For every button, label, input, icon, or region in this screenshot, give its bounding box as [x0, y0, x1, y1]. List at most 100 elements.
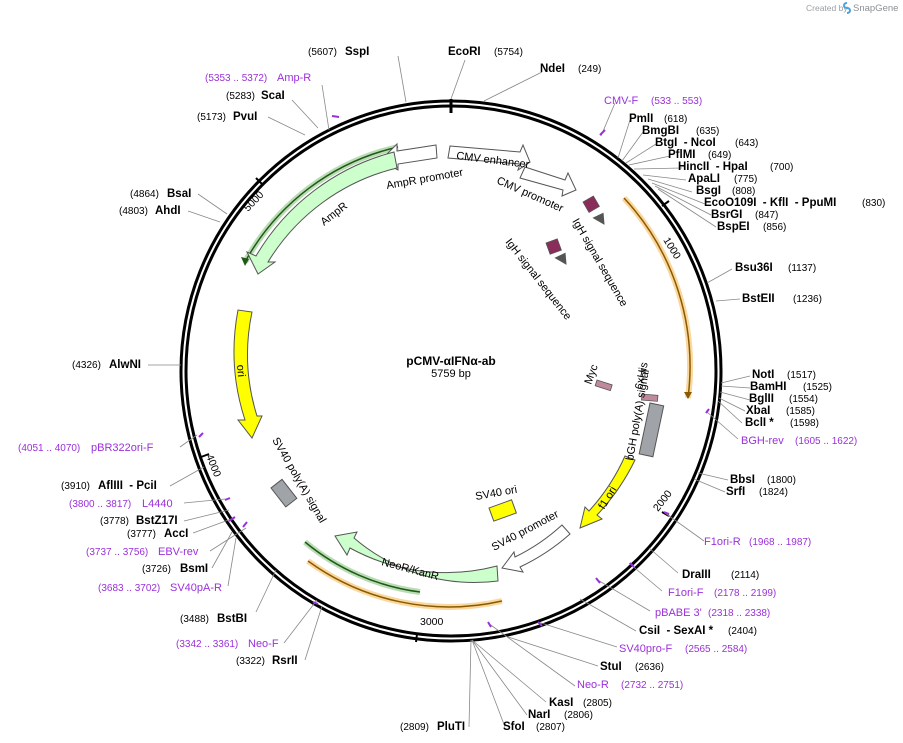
enzyme-ecoo109i-kfli-ppumi[interactable]: EcoO109I - KflI - PpuMI	[704, 197, 836, 209]
enzyme-bstbi[interactable]: BstBI	[217, 613, 247, 625]
enzyme-ndei[interactable]: NdeI	[540, 63, 565, 75]
enzyme-bglii-pos: (1554)	[789, 394, 818, 405]
enzyme-csii-sexai-pos: (2404)	[728, 626, 757, 637]
enzyme-bsmi[interactable]: BsmI	[180, 563, 208, 575]
primer-bghrev-pos: (1605 .. 1622)	[795, 436, 857, 447]
plasmid-size: 5759 bp	[431, 368, 471, 380]
enzyme-nari[interactable]: NarI	[528, 709, 550, 721]
primer-sv40prof[interactable]: SV40pro-F	[619, 643, 672, 655]
enzyme-ecoo109i-pos: (830)	[862, 198, 885, 209]
enzyme-bcli[interactable]: BclI *	[745, 417, 774, 429]
enzyme-stui-pos: (2636)	[635, 662, 664, 673]
ori-feature-arrow	[233, 309, 263, 439]
enzyme-pluti[interactable]: PluTI	[437, 721, 465, 733]
enzyme-bstz17i[interactable]: BstZ17I	[136, 515, 178, 527]
enzyme-bspei[interactable]: BspEI	[717, 221, 750, 233]
sv40-promoter-arrow	[501, 524, 571, 573]
enzyme-draiii[interactable]: DraIII	[682, 569, 711, 581]
enzyme-bsmi-pos: (3726)	[142, 564, 171, 575]
enzyme-bbsi[interactable]: BbsI	[730, 474, 755, 486]
enzyme-csii-sexai[interactable]: CsiI - SexAI *	[639, 625, 714, 637]
primer-bghrev[interactable]: BGH-rev	[741, 435, 784, 447]
enzyme-apali[interactable]: ApaLI	[688, 173, 720, 185]
primer-cmvf[interactable]: CMV-F	[604, 95, 639, 107]
enzyme-bsu36i-pos: (1137)	[788, 263, 816, 274]
orf-arrowhead-1	[684, 392, 692, 399]
enzyme-bstz17i-pos: (3778)	[100, 516, 129, 527]
enzyme-scai[interactable]: ScaI	[261, 90, 285, 102]
enzyme-bsgi-pos: (808)	[732, 186, 755, 197]
enzyme-afliii-pcii[interactable]: AflIII - PciI	[98, 480, 157, 492]
enzyme-pmli[interactable]: PmlI	[629, 113, 653, 125]
primer-ebvrev-pos: (3737 .. 3756)	[86, 547, 148, 558]
enzyme-srfi[interactable]: SrfI	[726, 486, 745, 498]
enzyme-bcli-pos: (1598)	[790, 418, 819, 429]
enzyme-ahdi[interactable]: AhdI	[155, 205, 181, 217]
primer-pbr322ori[interactable]: pBR322ori-F	[91, 442, 154, 454]
enzyme-bglii[interactable]: BglII	[749, 393, 774, 405]
enzyme-ecori[interactable]: EcoRI	[448, 46, 481, 58]
igh-signal-sequence-2	[545, 238, 567, 265]
enzyme-pflmi[interactable]: PflMI	[668, 149, 695, 161]
enzyme-btgi-ncoi[interactable]: BtgI - NcoI	[655, 137, 716, 149]
primer-ampr[interactable]: Amp-R	[277, 72, 311, 84]
ampr-orf-arc-line	[244, 146, 399, 263]
orf-arc-orange-1-line	[623, 197, 691, 399]
primer-cmvf-pos: (533 .. 553)	[651, 96, 702, 107]
primer-f1orif-pos: (2178 .. 2199)	[714, 588, 776, 599]
primer-pbabe3[interactable]: pBABE 3'	[655, 607, 702, 619]
enzyme-alwni[interactable]: AlwNI	[109, 359, 141, 371]
primer-sv40par[interactable]: SV40pA-R	[170, 582, 222, 594]
primer-f1orir[interactable]: F1ori-R	[704, 536, 741, 548]
enzyme-scai-pos: (5283)	[226, 91, 255, 102]
enzyme-kasi[interactable]: KasI	[549, 697, 573, 709]
enzyme-bsrgi[interactable]: BsrGI	[711, 209, 742, 221]
enzyme-ecori-pos: (5754)	[494, 47, 523, 58]
tick-label-2000: 2000	[651, 488, 675, 514]
enzyme-bstbi-pos: (3488)	[180, 614, 209, 625]
tick-label-3000: 3000	[420, 616, 444, 628]
enzyme-pluti-pos: (2809)	[400, 722, 429, 733]
cmv-enhancer-arrow	[447, 143, 531, 172]
enzyme-hincii-hpai[interactable]: HincII - HpaI	[678, 161, 748, 173]
ori-label: ori	[234, 364, 247, 377]
enzyme-apali-pos: (775)	[734, 174, 757, 185]
enzyme-rsrii[interactable]: RsrII	[272, 655, 298, 667]
primer-pbabe3-pos: (2318 .. 2338)	[708, 608, 770, 619]
sv40-polya-label: SV40 poly(A) signal	[269, 436, 328, 526]
enzyme-bsai[interactable]: BsaI	[167, 188, 191, 200]
cmv-promoter-arrow	[519, 166, 577, 197]
enzyme-bsteii[interactable]: BstEII	[742, 293, 775, 305]
enzyme-acci[interactable]: AccI	[164, 528, 188, 540]
enzyme-xbai[interactable]: XbaI	[746, 405, 770, 417]
neo-orf-arc-green-line	[304, 541, 421, 593]
primer-ebvrev[interactable]: EBV-rev	[158, 546, 199, 558]
primer-neor[interactable]: Neo-R	[577, 679, 609, 691]
enzyme-bmgbi[interactable]: BmgBI	[642, 125, 679, 137]
enzyme-bsu36i[interactable]: Bsu36I	[735, 262, 773, 274]
enzyme-sspi[interactable]: SspI	[345, 46, 369, 58]
enzyme-stui[interactable]: StuI	[600, 661, 622, 673]
tick-label-5000: 5000	[242, 189, 267, 214]
neo-orf-arc-orange-line	[307, 560, 503, 608]
primer-l4440[interactable]: L4440	[142, 498, 173, 510]
primer-f1orir-pos: (1968 .. 1987)	[749, 537, 811, 548]
primer-f1orif[interactable]: F1ori-F	[668, 587, 704, 599]
ampr-orf-arrowhead	[241, 257, 249, 266]
enzyme-sfoi-pos: (2807)	[536, 722, 565, 733]
enzyme-noti[interactable]: NotI	[752, 369, 774, 381]
enzyme-pflmi-pos: (649)	[708, 150, 731, 161]
enzyme-afliii-pos: (3910)	[61, 481, 90, 492]
enzyme-bbsi-pos: (1800)	[767, 475, 796, 486]
enzyme-srfi-pos: (1824)	[759, 487, 788, 498]
enzyme-sfoi[interactable]: SfoI	[503, 721, 525, 733]
primer-neor-pos: (2732 .. 2751)	[621, 680, 683, 691]
his-tag	[641, 393, 659, 402]
enzyme-bsgi[interactable]: BsgI	[696, 185, 721, 197]
enzyme-bsai-pos: (4864)	[130, 189, 159, 200]
enzyme-acci-pos: (3777)	[127, 529, 156, 540]
enzyme-bamhi[interactable]: BamHI	[750, 381, 786, 393]
primer-neof[interactable]: Neo-F	[248, 638, 279, 650]
enzyme-pvui[interactable]: PvuI	[233, 111, 257, 123]
